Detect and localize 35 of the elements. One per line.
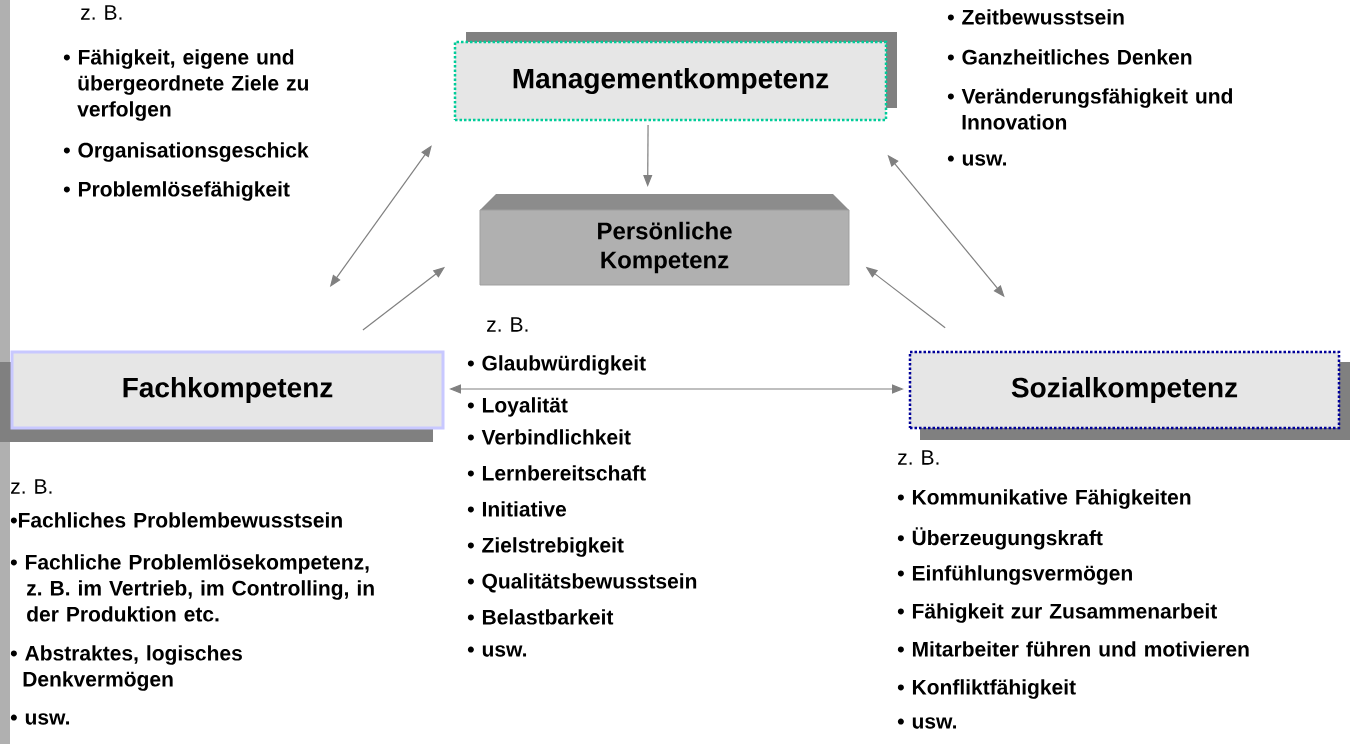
list-item: • Abstraktes, logisches Denkvermögen <box>10 645 242 691</box>
heading-box: Sozialkompetenz <box>908 350 1350 440</box>
list-item: • usw. <box>10 713 70 725</box>
list-item: • Fähigkeit, eigene und übergeordnete Ziele zu verfolgen <box>63 49 308 121</box>
intro-text: z. B. <box>11 479 52 494</box>
list-item: • Kommunikative Fähigkeiten <box>897 489 1191 509</box>
list-item: • Glaubwürdigkeit <box>467 355 646 375</box>
list-item: • Initiative <box>467 501 567 517</box>
list-item: • Veränderungsfähigkeit und Innovation <box>947 88 1233 130</box>
list-item: • usw. <box>467 645 527 657</box>
list-item: • usw. <box>897 717 957 729</box>
list-item: • Zielstrebigkeit <box>467 537 624 557</box>
list-item: • Verbindlichkeit <box>467 429 631 445</box>
intro-text: z. B. <box>81 5 122 20</box>
list-item: • Qualitätsbewusstsein <box>467 573 697 593</box>
list-item: •Fachliches Problembewusstsein <box>10 512 342 528</box>
list-item: • Organisationsgeschick <box>63 142 309 162</box>
list-item: • Fachliche Problemlösekompetenz, z. B. im Vertrieb, im Controlling, in der Produktion etc. <box>10 554 374 622</box>
bevel-box: Persönliche Kompetenz <box>479 194 850 286</box>
list-item: • Loyalität <box>467 397 568 417</box>
list-item: • Überzeugungskraft <box>897 527 1103 550</box>
intro-text: z. B. <box>898 450 939 465</box>
list-item: • Zeitbewusstsein <box>947 9 1124 25</box>
intro-text: z. B. <box>487 317 528 332</box>
list-item: • Problemlösefähigkeit <box>63 181 290 201</box>
heading-box: Managementkompetenz <box>453 32 897 122</box>
list-item: • Ganzheitliches Denken <box>947 49 1192 65</box>
list-item: • usw. <box>947 154 1007 166</box>
heading-box: Fachkompetenz <box>0 350 445 442</box>
list-item: • Lernbereitschaft <box>467 465 646 481</box>
list-item: • Konfliktfähigkeit <box>897 679 1076 699</box>
list-item: • Einfühlungsvermögen <box>897 565 1132 585</box>
list-item: • Belastbarkeit <box>467 609 614 625</box>
list-item: • Fähigkeit zur Zusammenarbeit <box>897 603 1217 623</box>
list-item: • Mitarbeiter führen und motivieren <box>897 641 1249 657</box>
